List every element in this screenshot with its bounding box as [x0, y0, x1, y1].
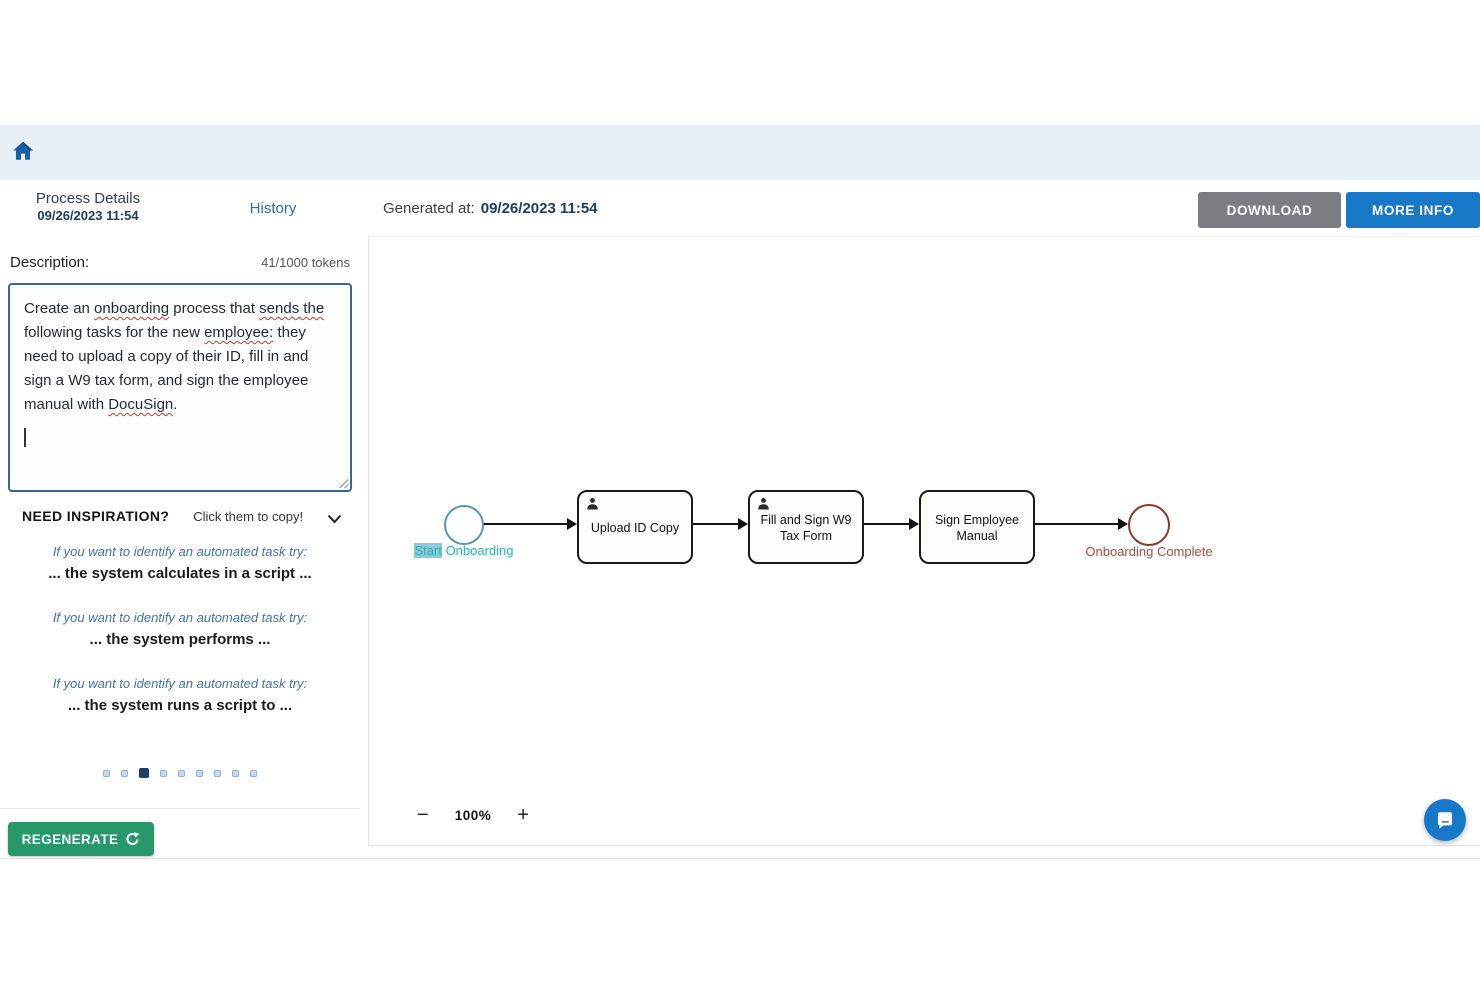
generated-at-value: 09/26/2023 11:54 — [480, 200, 598, 217]
tab-history-label: History — [249, 200, 297, 217]
suggestion-lead: If you want to identify an automated tas… — [52, 610, 308, 625]
description-textarea[interactable]: Create an onboarding process that sends … — [8, 283, 352, 492]
suggestion-text: ... the system performs ... — [89, 631, 271, 648]
description-text: Create an — [24, 300, 95, 317]
task-label: Fill and Sign W9 Tax Form — [760, 512, 852, 543]
home-icon[interactable] — [12, 140, 34, 162]
docusign-icon — [928, 497, 941, 510]
divider — [0, 858, 1480, 859]
download-button[interactable]: DOWNLOAD — [1198, 192, 1341, 228]
bpmn-task-upload-id[interactable]: Upload ID Copy — [577, 490, 693, 564]
zoom-level: 100% — [454, 807, 492, 823]
header-row: Process Details 09/26/2023 11:54 History… — [0, 180, 1480, 236]
zoom-out-button[interactable]: − — [417, 804, 429, 826]
task-label: Upload ID Copy — [590, 520, 680, 535]
pagination-dot[interactable] — [214, 769, 221, 777]
refresh-icon — [125, 831, 140, 847]
pagination-dots — [0, 768, 360, 778]
description-text: process that — [169, 300, 260, 317]
inspiration-title: NEED INSPIRATION? — [22, 508, 170, 524]
suggestion-lead: If you want to identify an automated tas… — [52, 676, 308, 691]
zoom-controls: − 100% + — [417, 805, 529, 825]
pagination-dot[interactable] — [121, 769, 128, 777]
description-text: sends the — [259, 300, 325, 317]
suggestion-text: ... the system runs a script to ... — [67, 697, 293, 714]
start-event-label-rest: Onboarding — [441, 543, 514, 558]
description-text: onboarding — [94, 300, 170, 317]
pagination-dot[interactable] — [196, 769, 203, 777]
chat-icon — [1434, 809, 1456, 831]
sequence-flow-arrow — [1035, 518, 1128, 530]
diagram-canvas[interactable]: Start Onboarding Upload ID Copy Fill and… — [368, 236, 1480, 846]
bpmn-task-sign-manual[interactable]: Sign Employee Manual — [919, 490, 1035, 564]
pagination-dot[interactable] — [250, 769, 257, 777]
task-label: Sign Employee Manual — [934, 512, 1020, 543]
top-navigation-bar — [0, 125, 1480, 180]
bpmn-end-event[interactable] — [1128, 504, 1170, 546]
description-text: following tasks for the new — [24, 324, 205, 341]
description-text: they need to upload a copy of their ID, … — [24, 324, 309, 413]
tab-history[interactable]: History — [225, 200, 321, 217]
more-info-button[interactable]: MORE INFO — [1346, 192, 1480, 228]
sequence-flow-arrow — [864, 518, 919, 530]
resize-handle-icon[interactable] — [337, 477, 348, 488]
sequence-flow-arrow — [693, 518, 748, 530]
sequence-flow-arrow — [484, 518, 577, 530]
generated-at: Generated at: 09/26/2023 11:54 — [383, 200, 598, 217]
regenerate-button[interactable]: REGENERATE — [8, 822, 154, 856]
divider — [0, 808, 360, 809]
suggestion-text: ... the system calculates in a script ..… — [48, 565, 312, 582]
description-row: Description: 41/1000 tokens — [10, 254, 350, 271]
tab-process-details-label: Process Details — [35, 190, 141, 207]
suggestion-item[interactable]: If you want to identify an automated tas… — [0, 676, 360, 714]
end-event-label: Onboarding Complete — [1085, 544, 1213, 559]
suggestion-list: If you want to identify an automated tas… — [0, 544, 360, 742]
sidebar: Description: 41/1000 tokens Create an on… — [0, 236, 360, 858]
chevron-down-icon[interactable] — [327, 511, 342, 524]
suggestion-item[interactable]: If you want to identify an automated tas… — [0, 610, 360, 648]
inspiration-hint: Click them to copy! — [193, 508, 304, 524]
tab-process-details[interactable]: Process Details 09/26/2023 11:54 — [18, 190, 158, 223]
tab-process-details-date: 09/26/2023 11:54 — [37, 208, 139, 223]
regenerate-label: REGENERATE — [21, 831, 119, 847]
zoom-in-button[interactable]: + — [517, 804, 529, 826]
suggestion-item[interactable]: If you want to identify an automated tas… — [0, 544, 360, 582]
user-task-icon — [586, 497, 599, 510]
description-text: . — [173, 396, 178, 413]
user-task-icon — [757, 497, 770, 510]
bpmn-task-w9-form[interactable]: Fill and Sign W9 Tax Form — [748, 490, 864, 564]
pagination-dot[interactable] — [178, 769, 185, 777]
description-text: employee: — [204, 324, 274, 341]
start-event-label: Start Onboarding — [384, 543, 544, 558]
inspiration-header: NEED INSPIRATION? Click them to copy! — [22, 508, 342, 524]
pagination-dot[interactable] — [103, 769, 110, 777]
description-text: DocuSign — [108, 396, 174, 413]
start-event-label-highlight: Start — [414, 543, 442, 558]
token-counter: 41/1000 tokens — [261, 255, 350, 270]
chat-widget-button[interactable] — [1424, 799, 1466, 841]
pagination-dot[interactable] — [232, 769, 239, 777]
bpmn-start-event[interactable] — [444, 505, 484, 545]
generated-at-label: Generated at: — [383, 200, 475, 217]
pagination-dot[interactable] — [160, 769, 167, 777]
description-label: Description: — [10, 254, 90, 271]
pagination-dot[interactable] — [139, 768, 149, 778]
suggestion-lead: If you want to identify an automated tas… — [52, 544, 308, 559]
text-cursor — [24, 428, 26, 447]
